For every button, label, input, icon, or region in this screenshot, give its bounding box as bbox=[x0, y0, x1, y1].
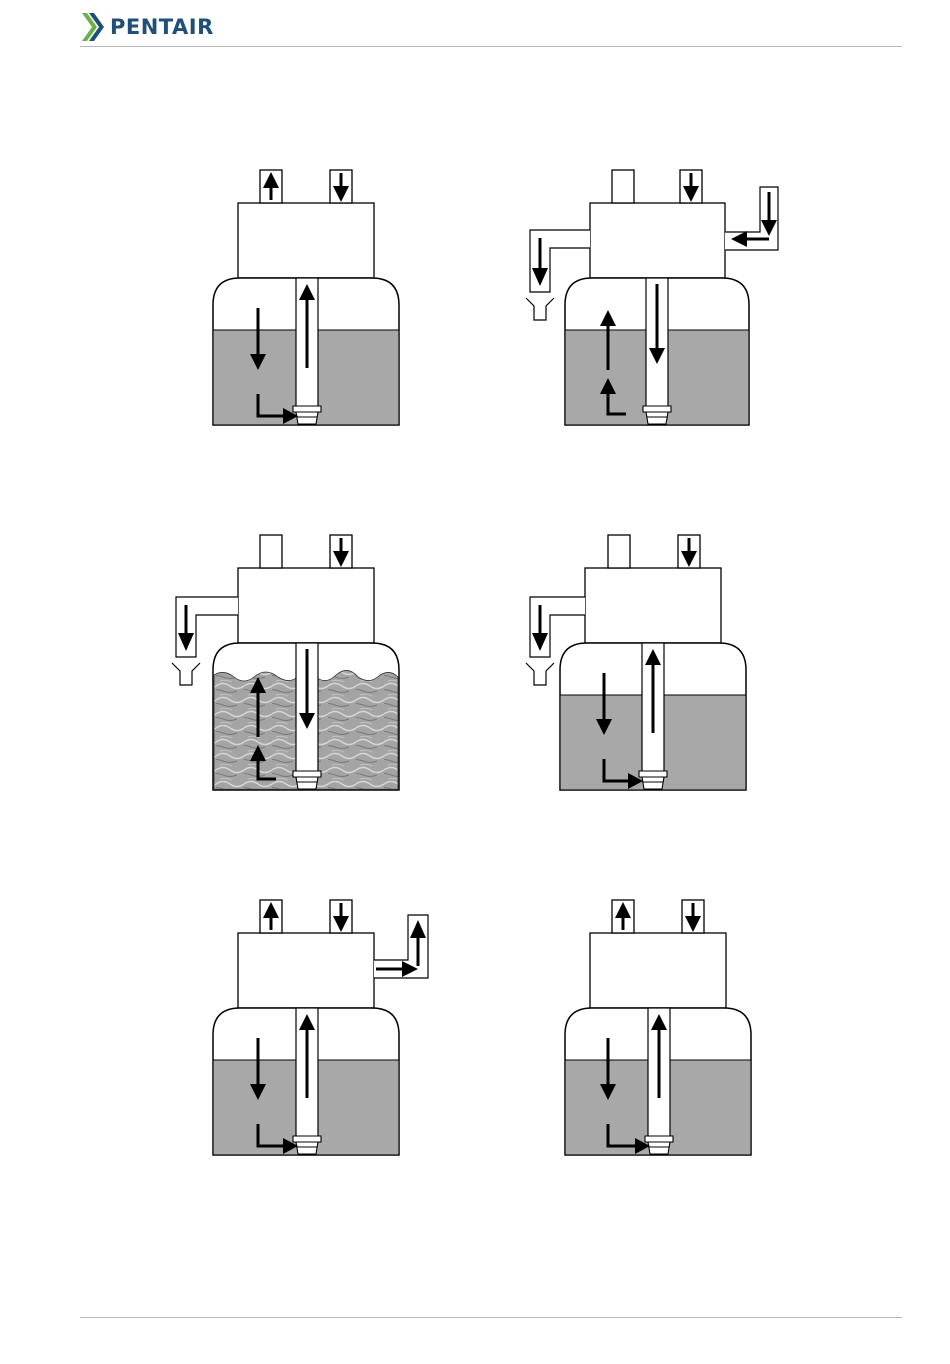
flow-diagram-2 bbox=[520, 160, 790, 440]
header-divider bbox=[80, 46, 902, 47]
brand-name: PENTAIR bbox=[110, 15, 214, 39]
pentair-logo-icon bbox=[80, 9, 104, 45]
flow-diagram-5 bbox=[200, 890, 440, 1170]
flow-diagram-3 bbox=[160, 525, 420, 805]
header: PENTAIR bbox=[80, 8, 214, 46]
footer-divider bbox=[80, 1317, 902, 1318]
flow-diagram-6 bbox=[552, 890, 772, 1170]
flow-diagram-1 bbox=[200, 160, 420, 440]
flow-diagram-4 bbox=[520, 525, 760, 805]
